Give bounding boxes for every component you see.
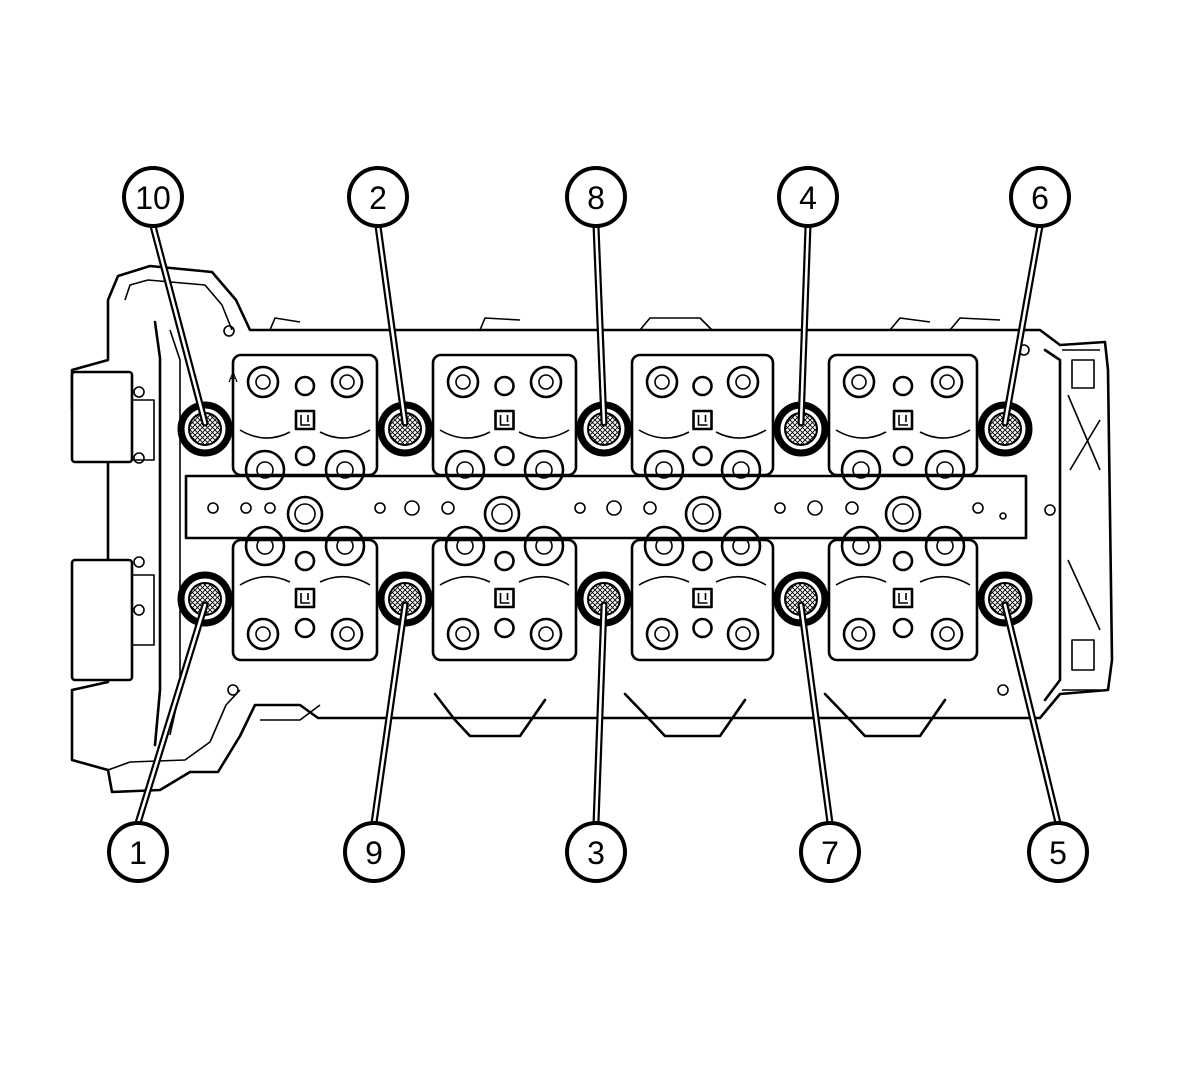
valve-pair-block: [231, 353, 379, 491]
callout-number: 4: [799, 180, 817, 216]
head-bolt: [576, 571, 632, 627]
head-bolts: [177, 401, 1033, 627]
callout-number: 6: [1031, 180, 1049, 216]
valve-pair-block: [630, 353, 775, 491]
valve-pair-block: [630, 525, 775, 662]
head-bolt: [177, 571, 233, 627]
callout-3: 3: [565, 821, 627, 883]
callout-number: 7: [821, 835, 839, 871]
valve-pair-block: [231, 525, 379, 662]
tightening-sequence-callouts: 10 2 8 4 6 1 9 3 7 5: [107, 166, 1089, 883]
callout-7: 7: [799, 821, 861, 883]
valve-pair-block: [827, 353, 979, 491]
head-bolt: [977, 401, 1033, 457]
callout-9: 9: [343, 821, 405, 883]
oil-passage: [286, 495, 922, 533]
callout-number: 1: [129, 835, 147, 871]
callout-1: 1: [107, 821, 169, 883]
head-bolt: [377, 571, 433, 627]
callout-number: 8: [587, 180, 605, 216]
callout-4: 4: [777, 166, 839, 228]
callout-10: 10: [122, 166, 184, 228]
valve-pair-block: [431, 353, 578, 491]
head-bolt: [977, 571, 1033, 627]
valve-train: [231, 353, 979, 662]
center-rail: [184, 474, 1028, 540]
callout-number: 5: [1049, 835, 1067, 871]
valve-pair-block: [431, 525, 578, 662]
head-bolt: [177, 401, 233, 457]
callout-number: 3: [587, 835, 605, 871]
callout-number: 10: [135, 180, 171, 216]
callout-8: 8: [565, 166, 627, 228]
callout-5: 5: [1027, 821, 1089, 883]
callout-number: 9: [365, 835, 383, 871]
callout-2: 2: [347, 166, 409, 228]
valve-pair-block: [827, 525, 979, 662]
callout-number: 2: [369, 180, 387, 216]
callout-6: 6: [1009, 166, 1071, 228]
embossed-mark: A: [228, 369, 238, 385]
